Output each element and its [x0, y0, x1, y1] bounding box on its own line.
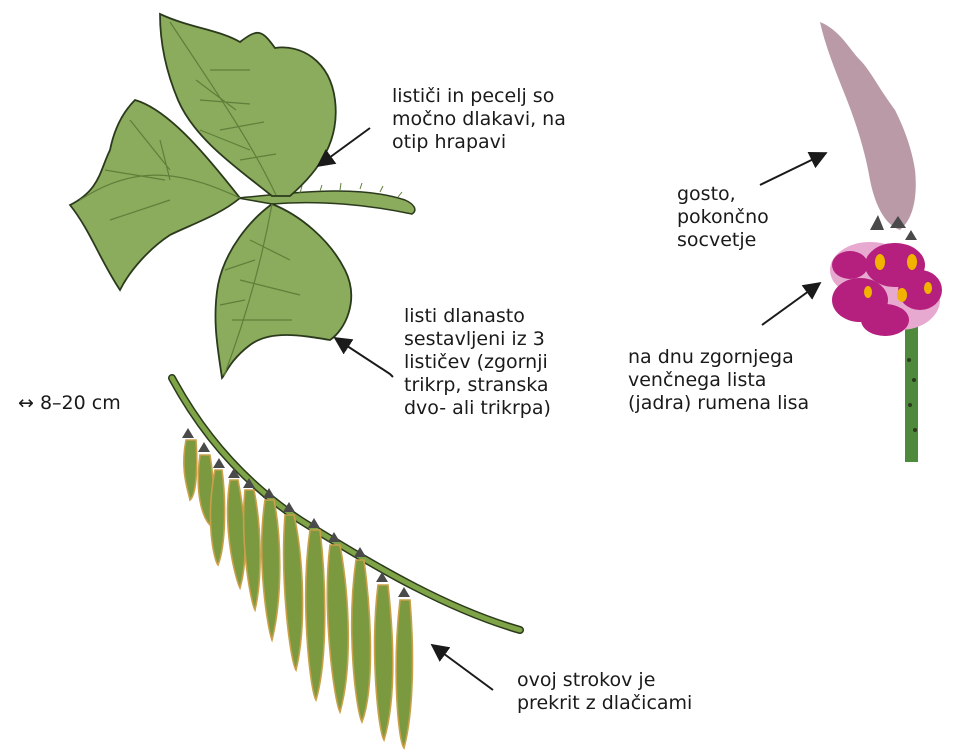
trifoliate-leaf — [70, 14, 415, 378]
label-line: sestavljeni iz 3 — [404, 328, 551, 351]
label-standard-petal: na dnu zgornjega venčnega lista (jadra) … — [628, 346, 809, 415]
label-line: pokončno — [677, 206, 769, 229]
label-line: dvo- ali trikrpa) — [404, 397, 551, 420]
pod-cluster — [172, 378, 520, 748]
label-line: ovoj strokov je — [517, 669, 692, 692]
label-leaflets-hairy: lističi in pecelj so močno dlakavi, na o… — [392, 85, 566, 154]
label-line: prekrit z dlačicami — [517, 692, 692, 715]
label-inflorescence: gosto, pokončno socvetje — [677, 183, 769, 252]
label-line: listi dlanasto — [404, 305, 551, 328]
label-line: močno dlakavi, na — [392, 108, 566, 131]
label-line: na dnu zgornjega — [628, 346, 809, 369]
arrow-pods — [432, 645, 493, 690]
flower-stem — [905, 320, 918, 462]
label-leaves-compound: listi dlanasto sestavljeni iz 3 lističev… — [404, 305, 551, 420]
inflorescence — [820, 22, 942, 462]
label-line: socvetje — [677, 229, 769, 252]
label-line: lističi in pecelj so — [392, 85, 566, 108]
arrow-inflorescence — [760, 153, 826, 185]
bud-spike — [820, 22, 916, 230]
label-line: lističev (zgornji — [404, 351, 551, 374]
arrow-standard-petal — [762, 283, 820, 325]
flower-cluster — [830, 215, 942, 336]
label-leaf-size: ↔ 8–20 cm — [18, 392, 121, 415]
label-line: otip hrapavi — [392, 131, 566, 154]
label-line: trikrp, stranska — [404, 374, 551, 397]
label-pods: ovoj strokov je prekrit z dlačicami — [517, 669, 692, 715]
label-line: venčnega lista — [628, 369, 809, 392]
label-line: (jadra) rumena lisa — [628, 392, 809, 415]
arrow-leaves-compound — [335, 338, 393, 377]
label-line: gosto, — [677, 183, 769, 206]
